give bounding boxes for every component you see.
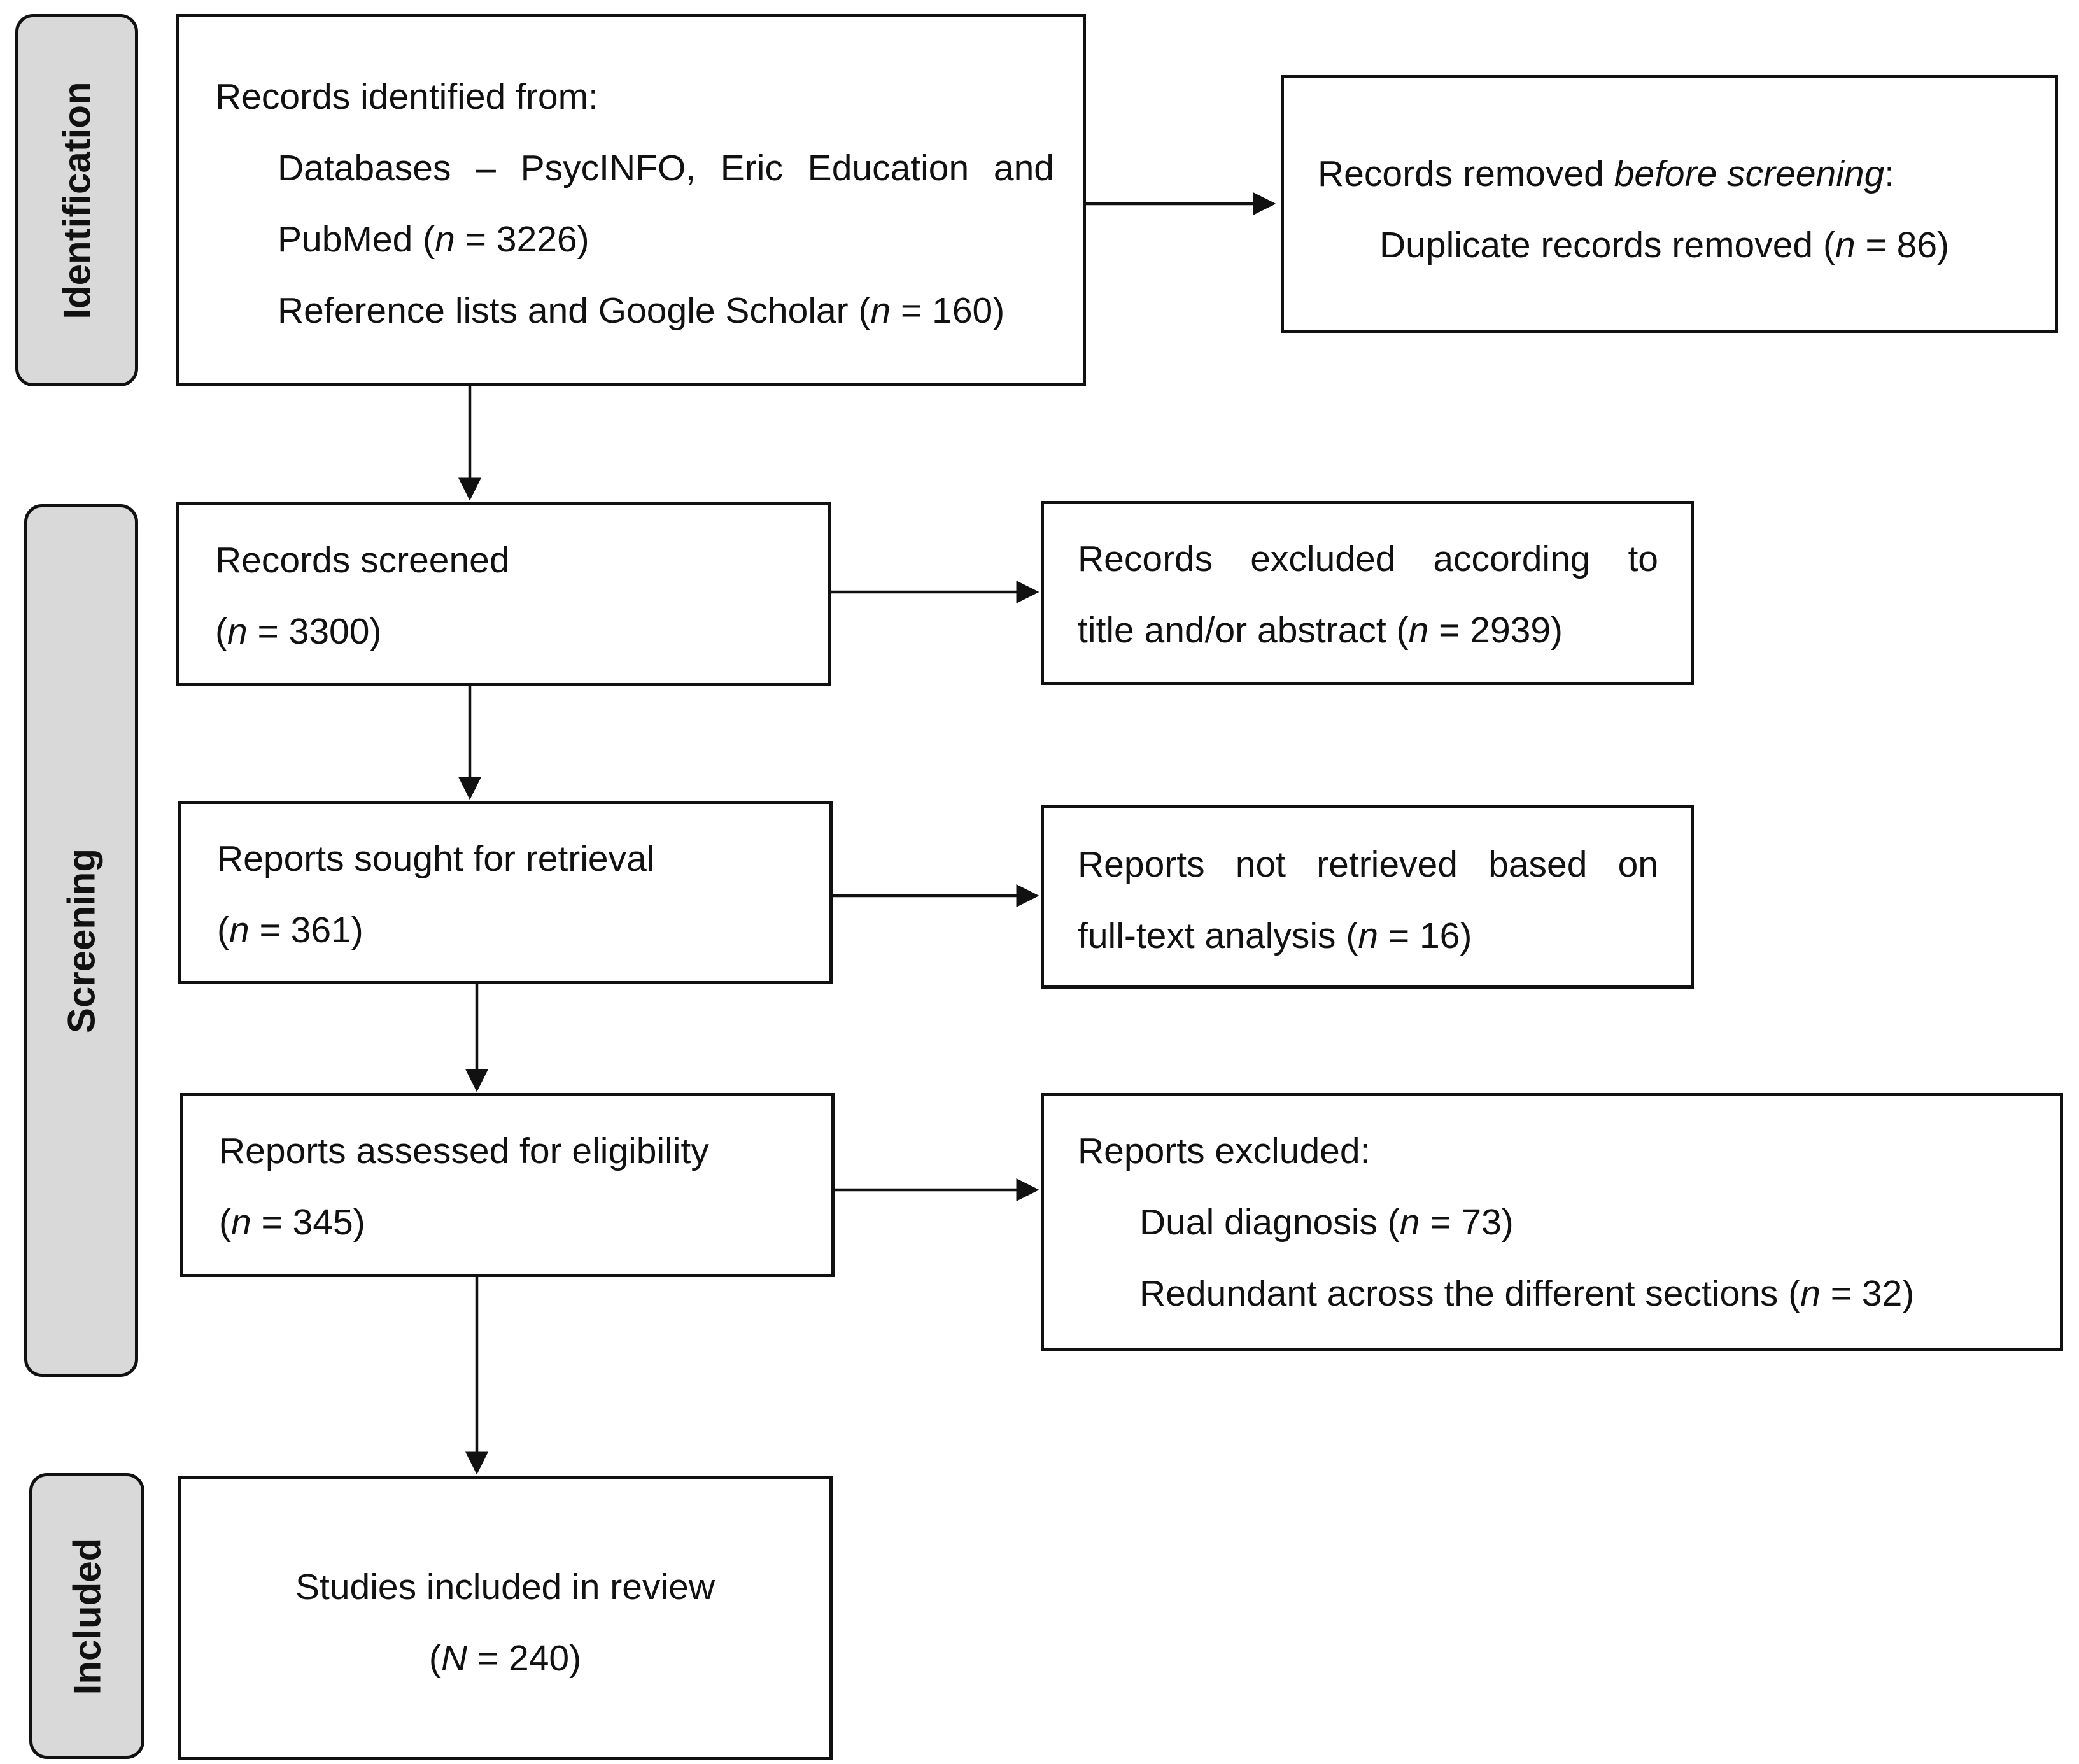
reports-not-retrieved-box: Reports not retrieved based on full-text… xyxy=(1041,805,1694,989)
phase-screening-label: Screening xyxy=(60,848,102,1033)
reports-assessed-label: Reports assessed for eligibility xyxy=(219,1131,709,1171)
records-screened-box: Records screened (n = 3300) xyxy=(176,502,831,686)
reports-assessed-count: (n = 345) xyxy=(219,1202,365,1243)
reports-excluded-box: Reports excluded: Dual diagnosis (n = 73… xyxy=(1041,1093,2063,1351)
records-identified-heading: Records identified from: xyxy=(215,76,598,117)
records-screened-count: (n = 3300) xyxy=(215,611,382,652)
reports-sought-box: Reports sought for retrieval (n = 361) xyxy=(178,801,833,984)
phase-screening: Screening xyxy=(24,504,138,1377)
redundant-sections-line: Redundant across the different sections … xyxy=(1139,1273,1915,1314)
reports-sought-label: Reports sought for retrieval xyxy=(217,838,655,879)
reports-not-retrieved-line-1: Reports not retrieved based on xyxy=(1078,844,1658,885)
records-excluded-line-2: title and/or abstract (n = 2939) xyxy=(1078,610,1563,651)
records-screened-label: Records screened xyxy=(215,540,510,581)
phase-included: Included xyxy=(29,1473,144,1759)
phase-identification: Identification xyxy=(15,14,138,386)
phase-included-label: Included xyxy=(66,1537,108,1695)
databases-line-1: Databases – PsycINFO, Eric Education and xyxy=(278,148,1054,188)
reports-not-retrieved-line-2: full-text analysis (n = 16) xyxy=(1078,915,1472,956)
records-excluded-box: Records excluded according to title and/… xyxy=(1041,501,1694,685)
reports-assessed-box: Reports assessed for eligibility (n = 34… xyxy=(180,1093,835,1277)
records-removed-heading: Records removed before screening: xyxy=(1318,153,1895,194)
reports-excluded-heading: Reports excluded: xyxy=(1078,1131,1371,1171)
records-identified-box: Records identified from: Databases – Psy… xyxy=(176,14,1086,386)
records-removed-box: Records removed before screening: Duplic… xyxy=(1281,75,2058,333)
studies-included-count: (N = 240) xyxy=(428,1638,582,1679)
reference-lists-line: Reference lists and Google Scholar (n = … xyxy=(278,290,1005,331)
databases-line-2: PubMed (n = 3226) xyxy=(278,219,589,260)
reports-sought-count: (n = 361) xyxy=(217,910,363,950)
records-excluded-line-1: Records excluded according to xyxy=(1078,539,1658,579)
phase-identification-label: Identification xyxy=(55,81,98,320)
studies-included-label: Studies included in review xyxy=(295,1567,715,1607)
studies-included-box: Studies included in review (N = 240) xyxy=(178,1476,833,1760)
dual-diagnosis-line: Dual diagnosis (n = 73) xyxy=(1139,1202,1514,1243)
duplicates-removed-line: Duplicate records removed (n = 86) xyxy=(1379,225,1949,265)
